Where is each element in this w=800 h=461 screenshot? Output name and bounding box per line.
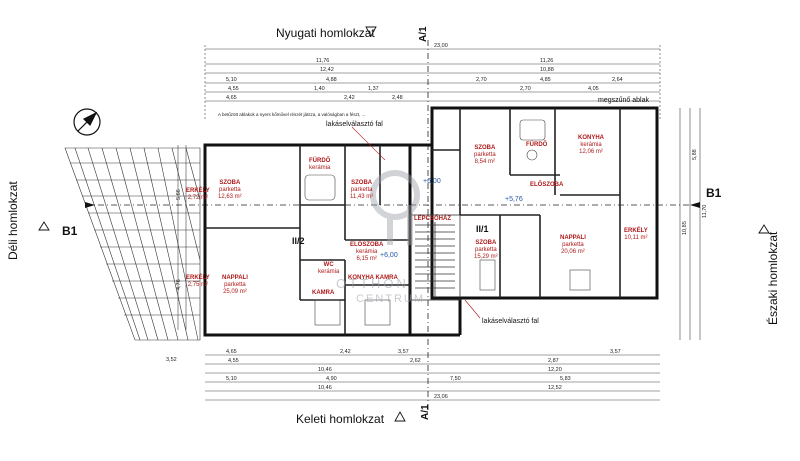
room-kamra-1: KAMRA (312, 290, 335, 296)
section-a1-top: A/1 (418, 26, 429, 42)
partition-leader-lines (351, 126, 481, 319)
dim-bot-r1b: 4,65 (226, 349, 237, 355)
dim-top-r4b: 4,88 (326, 77, 337, 83)
dim-top-r4a: 5,10 (226, 77, 237, 83)
dim-bot-total: 23,06 (434, 394, 448, 400)
north-arrow (73, 108, 101, 136)
unit-label-top: II/2 (292, 236, 305, 246)
section-arrows (85, 202, 700, 208)
dim-bot-r3b: 12,20 (548, 367, 562, 373)
dim-top-r5d: 2,70 (520, 86, 531, 92)
room-eloszoba-2: ELŐSZOBA (530, 182, 564, 188)
room-konyha-1: KONYHA KAMRA (348, 275, 398, 281)
watermark-logo (370, 170, 420, 245)
west-facade-label: Nyugati homlokzat (276, 26, 375, 40)
right-dimension-lines (679, 108, 701, 340)
room-lepcso: LÉPCSŐHÁZ (414, 216, 452, 222)
dim-top-r5a: 4,55 (228, 86, 239, 92)
outer-walls (203, 106, 659, 337)
dim-top-r5b: 1,40 (314, 86, 325, 92)
dim-bot-r4a: 5,10 (226, 376, 237, 382)
bottom-dimension-lines (205, 354, 660, 401)
dim-top-r6a: 4,65 (226, 95, 237, 101)
level-mid: +6,00 (423, 178, 441, 185)
section-b1-left: B1 (62, 224, 78, 238)
dim-top-r4e: 2,64 (612, 77, 623, 83)
level-bottom: +6,00 (380, 252, 398, 259)
dim-top-r3a: 12,42 (320, 67, 334, 73)
watermark-line2: CENTRUM (356, 293, 425, 305)
interior-walls-left (205, 145, 410, 335)
dim-top-r2b: 11,26 (540, 58, 554, 64)
dim-bot-r5a: 10,46 (318, 385, 332, 391)
dim-bot-r1d: 3,57 (398, 349, 409, 355)
dim-right-3: 10,85 (682, 221, 688, 235)
watermark-line1: OTTHON (336, 276, 409, 291)
interior-walls-right (432, 108, 621, 298)
dim-top-r3b: 10,88 (540, 67, 554, 73)
dim-bot-r4c: 7,50 (450, 376, 461, 382)
dim-bot-r2c: 2,87 (548, 358, 559, 364)
fixtures (304, 119, 591, 326)
dim-bot-r2b: 2,62 (410, 358, 421, 364)
section-b1-right: B1 (706, 186, 722, 200)
dim-right-2: 5,88 (692, 149, 698, 160)
dim-bot-r4b: 4,90 (326, 376, 337, 382)
partition-note-bottom: lakáselválasztó fal (482, 318, 539, 325)
dim-top-r4d: 4,85 (540, 77, 551, 83)
stair-core (409, 214, 461, 301)
east-facade-label: Keleti homlokzat (296, 412, 385, 426)
dim-top-total: 23,00 (434, 43, 448, 49)
windows-removed-note: megszűnő ablak (598, 97, 649, 104)
dim-left-2: 4,76 (176, 279, 182, 290)
dim-bot-r4d: 5,83 (560, 376, 571, 382)
left-dimension-lines (177, 145, 187, 330)
dim-right-1: 11,70 (702, 204, 708, 218)
dim-top-r6b: 2,42 (344, 95, 355, 101)
balcony-hatch (64, 147, 201, 341)
dim-top-r4c: 2,70 (476, 77, 487, 83)
dim-top-r5e: 4,05 (588, 86, 599, 92)
dim-bot-r1a: 3,52 (166, 357, 177, 363)
dim-bot-r2a: 4,55 (228, 358, 239, 364)
dim-bot-r1c: 2,42 (340, 349, 351, 355)
top-dimension-lines (204, 45, 661, 120)
partition-note-top: lakáselválasztó fal (326, 121, 383, 128)
dim-top-r5c: 1,37 (368, 86, 379, 92)
facade-markers (38, 26, 770, 422)
dim-bot-r3a: 10,46 (318, 367, 332, 373)
dim-bot-r1e: 3,57 (610, 349, 621, 355)
dim-left-1: 5,66 (176, 189, 182, 200)
section-a1-bottom: A/1 (420, 404, 431, 420)
fine-print-note: A betűzött ablakok a nyers kőművel részé… (218, 112, 366, 117)
dim-top-r6c: 2,48 (392, 95, 403, 101)
south-facade-label: Déli homlokzat (6, 181, 20, 260)
room-furdo-2: FÜRDŐ (526, 142, 548, 148)
dim-bot-r5b: 12,52 (548, 385, 562, 391)
level-right: +5,76 (505, 196, 523, 203)
dim-top-r2a: 11,76 (316, 58, 330, 64)
north-facade-label: Északi homlokzat (766, 231, 780, 325)
unit-label-right: II/1 (476, 224, 489, 234)
